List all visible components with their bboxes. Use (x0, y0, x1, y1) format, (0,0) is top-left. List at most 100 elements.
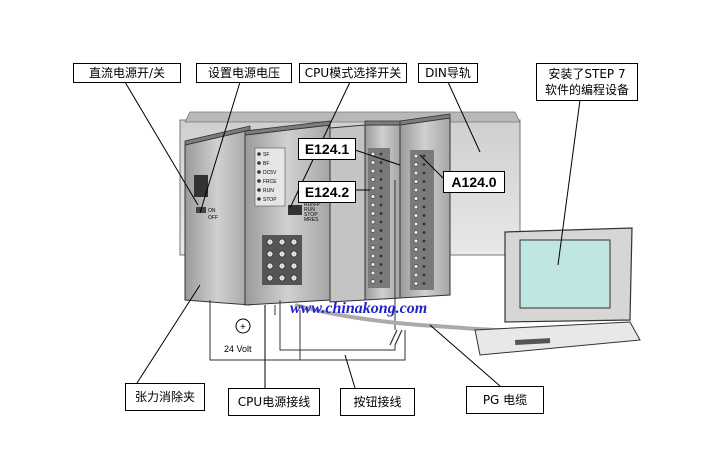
io-status-led (379, 161, 383, 164)
io-point (370, 202, 376, 208)
io-status-led (379, 254, 383, 258)
io-status-led (422, 154, 426, 158)
io-point (370, 211, 376, 216)
io-status-led (422, 282, 426, 285)
io-point (413, 187, 419, 193)
io-point (370, 185, 376, 191)
io-point (370, 228, 376, 233)
io-point (413, 272, 419, 278)
terminal-screw (278, 274, 286, 282)
terminal-screw (278, 238, 286, 246)
io-point (413, 204, 419, 210)
terminal-screw (266, 238, 274, 246)
io-point (413, 255, 419, 261)
io-point (413, 247, 419, 252)
io-status-led (379, 152, 383, 156)
io-point (413, 170, 419, 176)
io-status-led (422, 197, 426, 200)
din-rail-top-edge (184, 111, 521, 123)
cpu-led-panel (254, 147, 286, 207)
io-status-led (379, 186, 383, 190)
io-point (370, 279, 376, 284)
io-point (370, 253, 376, 259)
cpu-led-dot (257, 161, 261, 165)
label-din-rail: DIN导轨 (418, 63, 478, 83)
cpu-led-label: BF (263, 161, 269, 167)
watermark: www.chinakong.com (290, 300, 428, 317)
io-module-2 (399, 113, 451, 299)
terminal-screw (278, 262, 286, 270)
io-point (413, 162, 419, 167)
supply-24v-symbol (235, 318, 251, 334)
leader-lines (124, 81, 581, 389)
cpu-switch-position: MRES (304, 217, 319, 223)
label-programming-device: 安装了STEP 7 软件的编程设备 (536, 63, 638, 101)
io-status-led (379, 263, 383, 266)
supply-voltage-label: 24 Volt (224, 344, 252, 354)
io-module-1-points (370, 151, 383, 284)
io-point (370, 168, 376, 174)
io-status-led (422, 188, 426, 192)
io-module-2-points (413, 153, 426, 286)
label-cpu-mode-switch: CPU模式选择开关 (299, 63, 407, 83)
address-a124-0: A124.0 (443, 171, 505, 193)
io-status-led (379, 246, 383, 249)
cpu-led-dot (257, 179, 261, 183)
io-point (370, 160, 376, 165)
ps-switch-on: ON (208, 208, 216, 214)
cpu-led-label: RUN (263, 188, 274, 194)
cpu-led-dot (257, 170, 261, 174)
label-strain-relief: 张力消除夹 (125, 383, 205, 411)
io-status-led (379, 280, 383, 283)
ps-switch-off: OFF (208, 215, 218, 221)
io-point (370, 177, 376, 182)
label-button-wiring: 按钮接线 (340, 388, 415, 416)
terminal-screw (290, 250, 298, 258)
terminal-screw (278, 250, 286, 258)
terminal-screw (266, 262, 274, 270)
cpu-switch-position: RUN (304, 207, 315, 213)
label-dc-power-switch: 直流电源开/关 (73, 63, 181, 83)
io-status-led (422, 231, 426, 234)
io-status-led (379, 229, 383, 232)
io-status-led (379, 237, 383, 241)
io-status-led (422, 273, 426, 277)
io-status-led (379, 195, 383, 198)
power-supply-module: ON OFF (184, 125, 251, 306)
terminal-screw (266, 274, 274, 282)
io-point (413, 179, 419, 184)
cpu-led-label: STOP (263, 197, 277, 203)
wiring (209, 180, 406, 361)
dc-power-switch (194, 175, 208, 197)
io-status-led (422, 171, 426, 175)
address-e124-1: E124.1 (298, 138, 356, 160)
cpu-switch-position: RUN-P (304, 202, 320, 208)
io-status-led (422, 256, 426, 260)
terminal-screw (266, 250, 274, 258)
cpu-led-label: DC5V (263, 170, 277, 176)
io-point (370, 236, 376, 242)
terminal-screw (290, 238, 298, 246)
io-point (413, 213, 419, 218)
label-set-supply-voltage: 设置电源电压 (196, 63, 292, 83)
io-terminal-strip-2 (410, 150, 434, 290)
io-point (413, 153, 419, 159)
label-cpu-power-wiring: CPU电源接线 (228, 388, 320, 416)
io-point (370, 270, 376, 276)
io-terminal-strip-1 (368, 148, 390, 288)
io-status-led (422, 214, 426, 217)
io-point (413, 281, 419, 286)
io-point (413, 264, 419, 269)
io-point (370, 219, 376, 225)
io-point (413, 238, 419, 244)
io-status-led (422, 205, 426, 209)
io-status-led (379, 203, 383, 207)
cpu-switch-position: STOP (304, 212, 318, 218)
label-pg-cable: PG 电缆 (466, 386, 544, 414)
cpu-led-dot (257, 197, 261, 201)
io-status-led (422, 265, 426, 268)
io-status-led (422, 248, 426, 251)
